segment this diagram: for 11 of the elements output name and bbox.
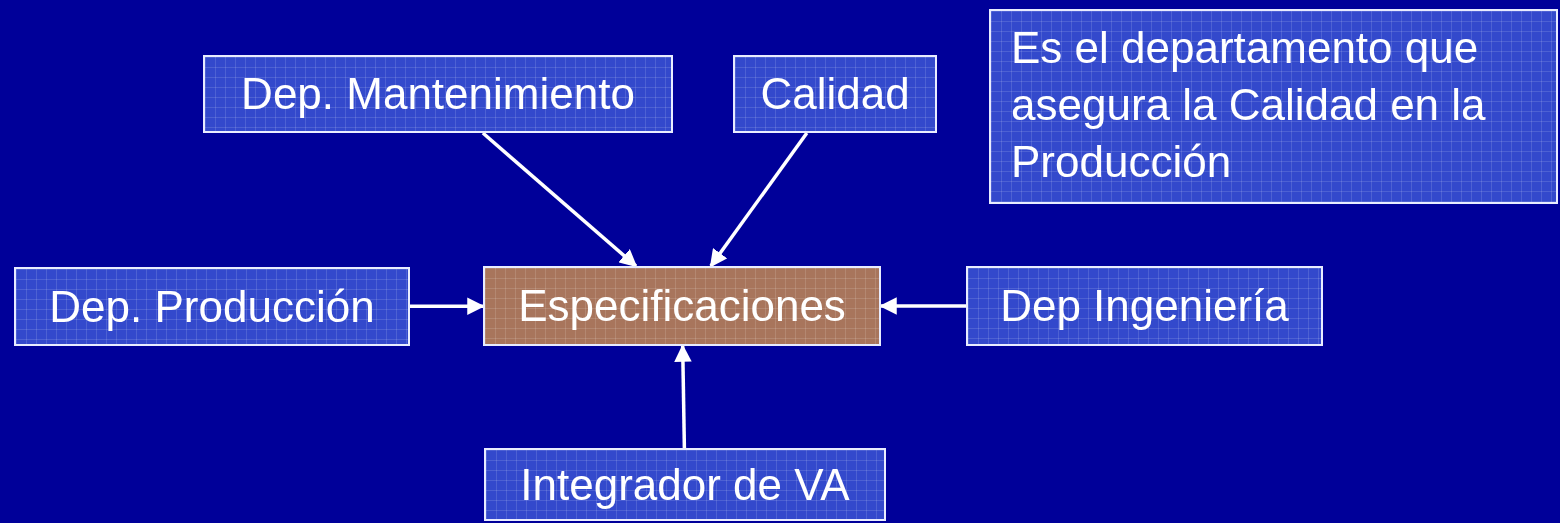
process-box: Dep Ingeniería (966, 266, 1323, 346)
arrow (709, 131, 809, 268)
process-box: Calidad (733, 55, 937, 133)
process-box: Integrador de VA (484, 448, 886, 521)
arrow (481, 131, 638, 268)
note-box: Es el departamento que asegura la Calidad en la Producción (989, 9, 1558, 204)
process-box: Dep. Mantenimiento (203, 55, 673, 133)
process-box: Especificaciones (483, 266, 881, 346)
arrow (674, 344, 692, 449)
arrow (410, 297, 485, 315)
process-box: Dep. Producción (14, 267, 410, 346)
